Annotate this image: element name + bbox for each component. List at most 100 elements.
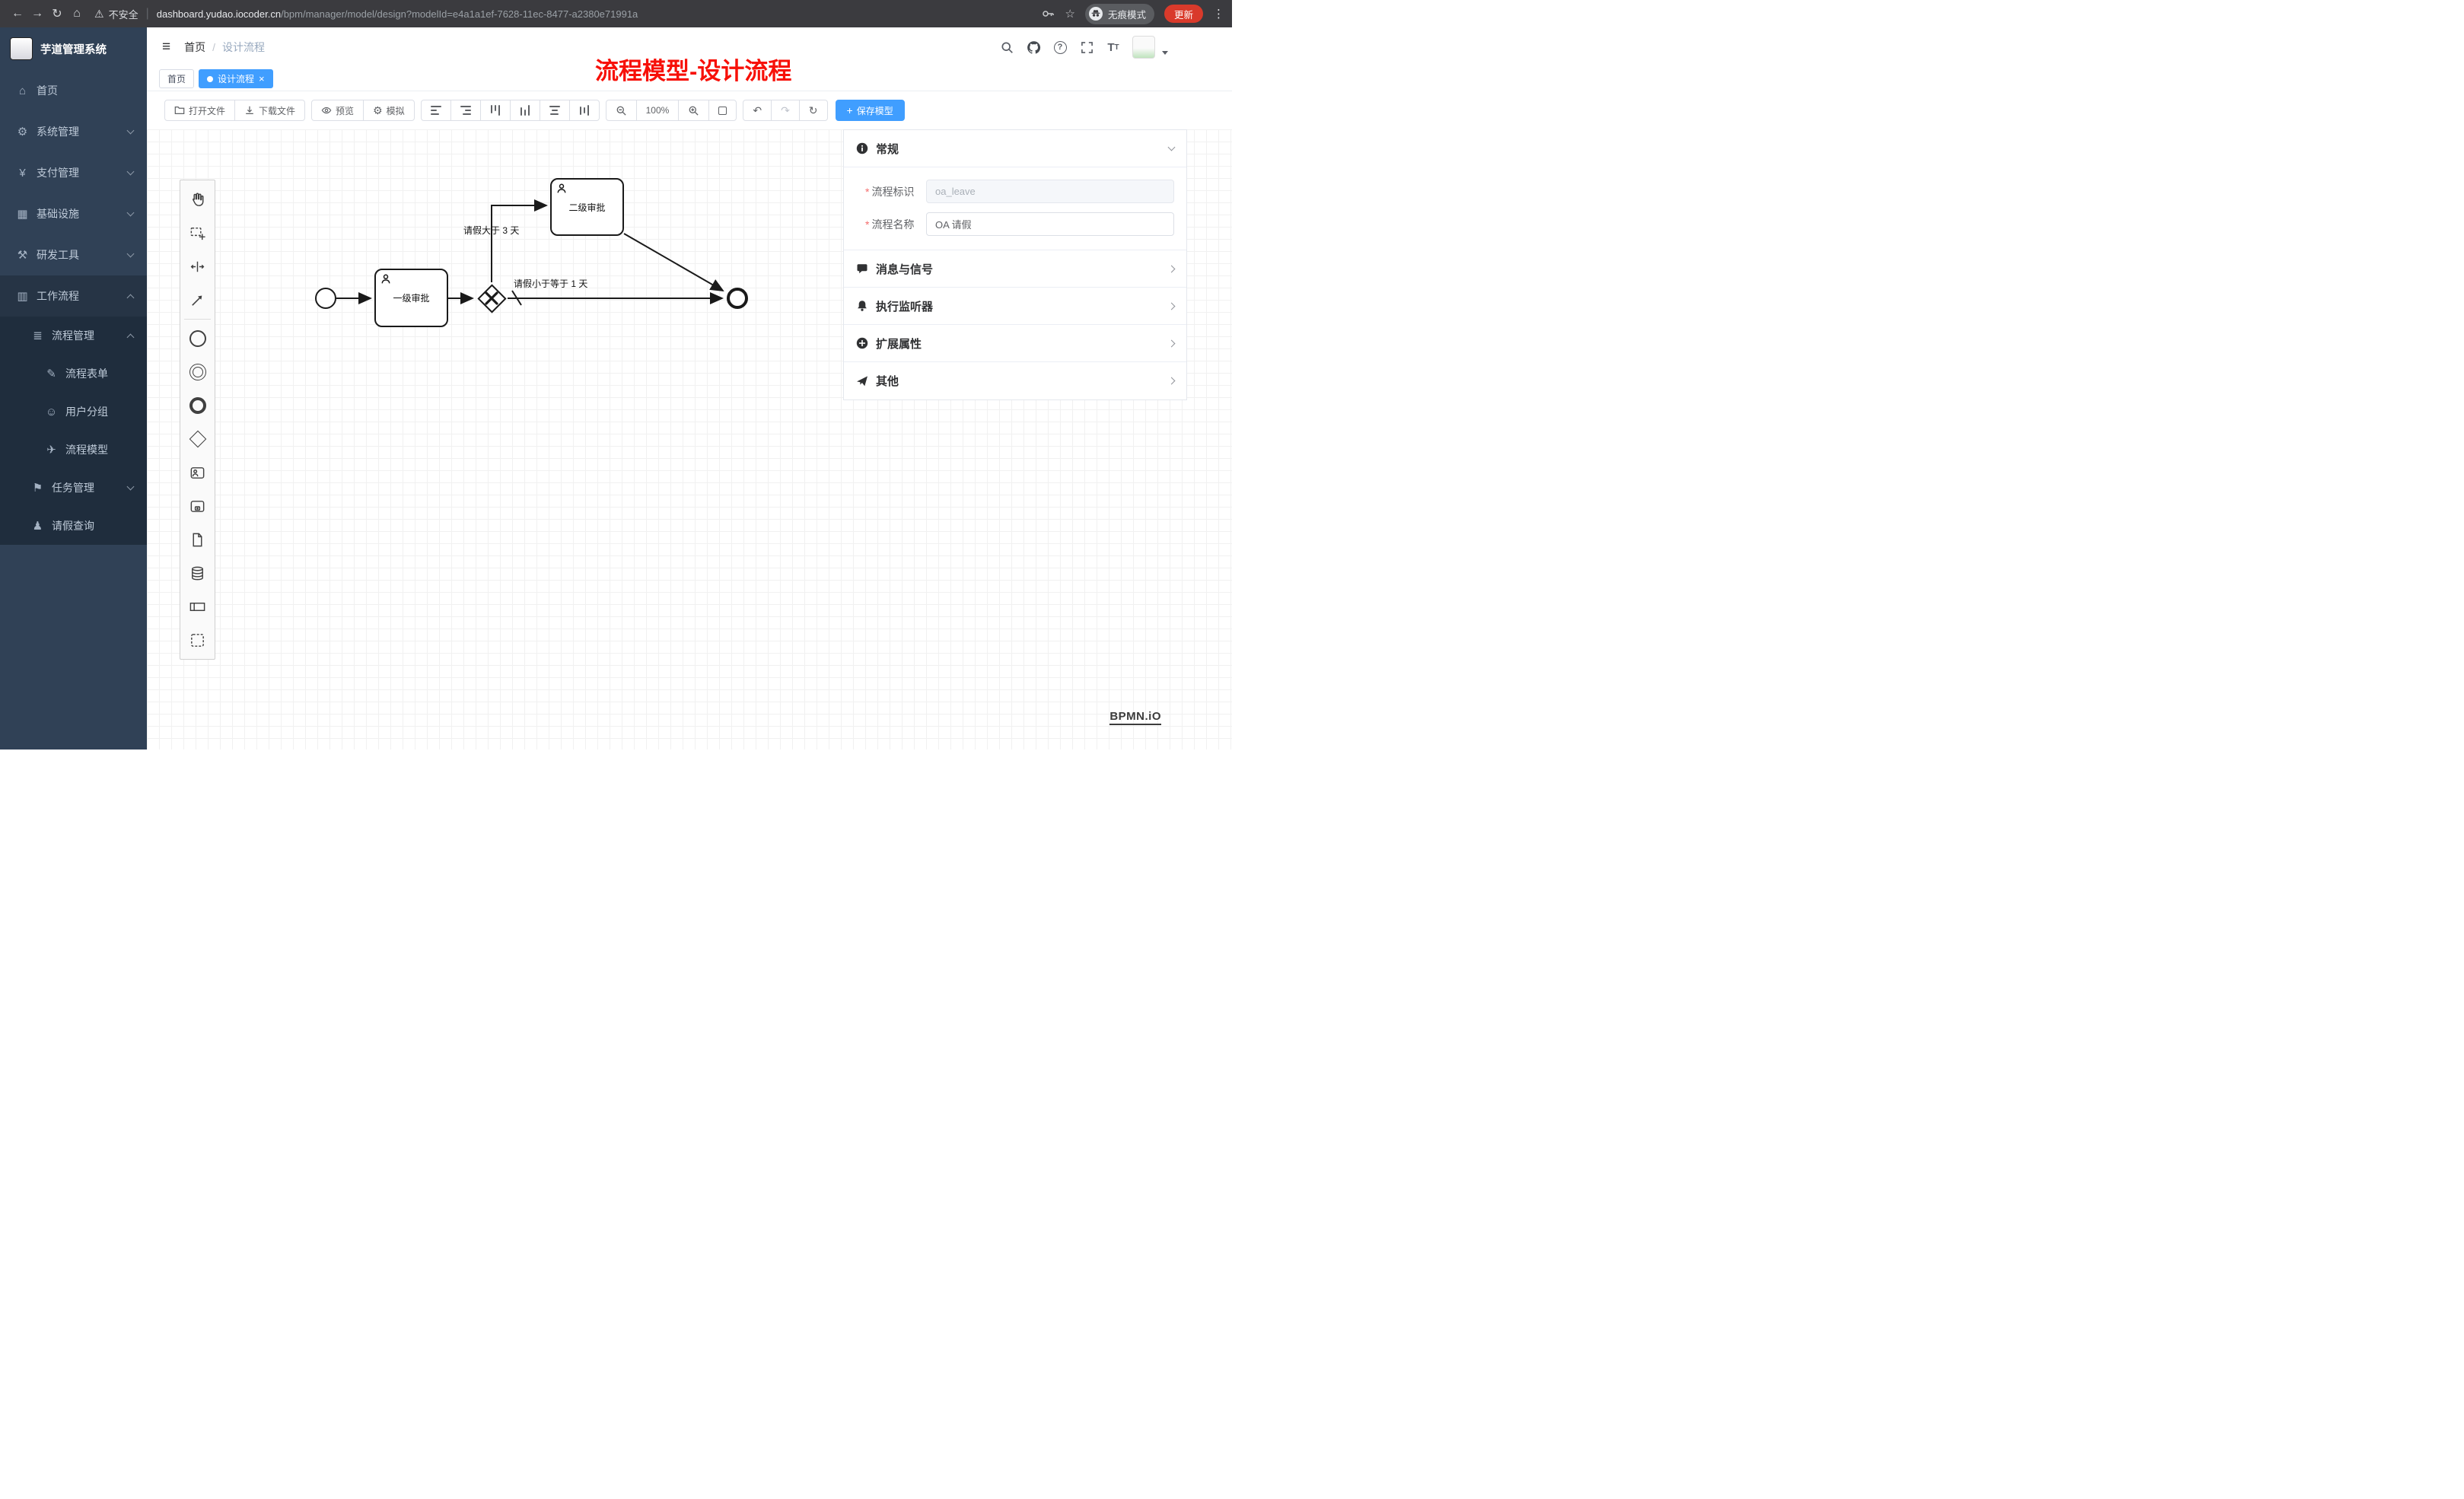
tab-design-process[interactable]: 设计流程 ×	[199, 69, 273, 88]
restart-button[interactable]: ↻	[798, 100, 828, 121]
task-first-approval[interactable]: 一级审批	[374, 269, 448, 327]
lasso-tool[interactable]	[180, 216, 215, 250]
create-user-task[interactable]	[180, 456, 215, 489]
space-tool[interactable]	[180, 250, 215, 283]
section-general[interactable]: 常规	[844, 130, 1186, 167]
breadcrumb-home[interactable]: 首页	[184, 41, 206, 53]
create-participant[interactable]	[180, 590, 215, 623]
sidebar-item-devtools[interactable]: ⚒ 研发工具	[0, 234, 147, 275]
key-icon[interactable]	[1040, 5, 1055, 22]
zoom-reset-button[interactable]	[708, 100, 737, 121]
sidebar-item-leave-query[interactable]: ♟ 请假查询	[0, 507, 147, 545]
simulate-button[interactable]: ⚙ 模拟	[363, 100, 415, 121]
start-event[interactable]	[315, 288, 336, 309]
site-security[interactable]: ⚠ 不安全	[94, 7, 138, 21]
align-top-button[interactable]	[479, 100, 511, 121]
create-group[interactable]	[180, 623, 215, 657]
app-title: 芋道管理系统	[40, 43, 107, 56]
redo-button[interactable]: ↷	[771, 100, 800, 121]
section-extended-attributes[interactable]: 扩展属性	[844, 325, 1186, 362]
sidebar-item-process-model[interactable]: ✈ 流程模型	[0, 431, 147, 469]
hand-tool[interactable]	[180, 183, 215, 216]
tab-home[interactable]: 首页	[159, 69, 195, 88]
zoom-in-button[interactable]	[678, 100, 710, 121]
sidebar-item-system[interactable]: ⚙ 系统管理	[0, 111, 147, 152]
users-icon: ☺	[45, 405, 58, 419]
sidebar-item-workflow[interactable]: ▥ 工作流程	[0, 275, 147, 317]
create-data-store[interactable]	[180, 556, 215, 590]
bpmn-io-watermark[interactable]: BPMN.iO	[1109, 710, 1161, 725]
designer-toolbar: 打开文件 下载文件 预览 ⚙ 模拟	[147, 91, 1232, 129]
browser-chrome: ← → ↻ ⌂ ⚠ 不安全 | dashboard.yudao.iocoder.…	[0, 0, 1232, 27]
avatar[interactable]	[1132, 36, 1155, 59]
help-icon[interactable]: ?	[1052, 39, 1068, 56]
home-icon[interactable]: ⌂	[73, 7, 81, 20]
close-icon[interactable]: ×	[259, 73, 265, 84]
grid-icon: ▦	[17, 208, 28, 221]
preview-button[interactable]: 预览	[311, 100, 365, 121]
info-icon	[856, 142, 868, 154]
fullscreen-icon[interactable]	[1079, 39, 1094, 56]
chevron-down-icon	[126, 167, 135, 176]
align-bottom-button[interactable]	[509, 100, 540, 121]
task-second-approval[interactable]: 二级审批	[550, 178, 624, 236]
flow-label-gt-3-days[interactable]: 请假大于 3 天	[463, 225, 520, 236]
forward-icon[interactable]: →	[31, 7, 43, 20]
open-file-button[interactable]: 打开文件	[164, 100, 236, 121]
exclusive-gateway[interactable]	[476, 283, 507, 313]
search-icon[interactable]	[999, 39, 1014, 56]
incognito-label: 无痕模式	[1107, 9, 1146, 21]
section-other[interactable]: 其他	[844, 362, 1186, 399]
avatar-caret-icon[interactable]	[1162, 51, 1168, 55]
tools-icon: ⚒	[17, 249, 28, 262]
align-right-button[interactable]	[450, 100, 481, 121]
align-center-vertical-button[interactable]	[568, 100, 600, 121]
bpmn-canvas[interactable]: 一级审批 二级审批 请假大于 3 天 请假小于等于 1 天	[147, 129, 1232, 750]
sidebar-item-payment[interactable]: ¥ 支付管理	[0, 152, 147, 193]
tab-bar: 首页 设计流程 ×	[147, 67, 1232, 91]
chevron-right-icon	[1167, 339, 1176, 347]
create-intermediate-event[interactable]	[180, 355, 215, 389]
general-form: *流程标识 *流程名称	[844, 167, 1186, 250]
create-end-event[interactable]	[180, 389, 215, 422]
sidebar-fold-icon[interactable]: ≡	[162, 39, 171, 55]
create-data-object[interactable]	[180, 523, 215, 556]
browser-menu-icon[interactable]: ⋮	[1213, 8, 1224, 21]
zoom-out-button[interactable]	[605, 100, 637, 121]
fit-viewport-icon	[718, 106, 727, 115]
sidebar-item-task-mgmt[interactable]: ⚑ 任务管理	[0, 469, 147, 507]
sidebar-item-user-group[interactable]: ☺ 用户分组	[45, 405, 108, 419]
sidebar-item-home[interactable]: ⌂ 首页	[0, 70, 147, 111]
align-center-horizontal-button[interactable]	[539, 100, 570, 121]
undo-button[interactable]: ↶	[743, 100, 772, 121]
back-icon[interactable]: ←	[11, 7, 24, 20]
save-model-button[interactable]: + 保存模型	[835, 100, 905, 121]
sidebar-item-process-mgmt[interactable]: ≣ 流程管理	[0, 317, 147, 355]
task-label: 二级审批	[568, 202, 606, 213]
update-button[interactable]: 更新	[1164, 5, 1203, 23]
process-name-input[interactable]	[926, 212, 1174, 236]
create-gateway[interactable]	[180, 422, 215, 456]
process-key-input[interactable]	[926, 180, 1174, 203]
section-messages-signals[interactable]: 消息与信号	[844, 250, 1186, 288]
section-execution-listeners[interactable]: 执行监听器	[844, 288, 1186, 325]
github-icon[interactable]	[1026, 39, 1041, 56]
flow-task2-to-end	[623, 233, 724, 291]
flow-label-lte-1-day[interactable]: 请假小于等于 1 天	[514, 278, 588, 289]
chevron-down-icon	[126, 208, 135, 217]
breadcrumb-separator: /	[212, 41, 215, 53]
address-bar[interactable]: dashboard.yudao.iocoder.cn/bpm/manager/m…	[157, 8, 1031, 20]
end-event[interactable]	[727, 288, 748, 309]
chevron-down-icon	[126, 482, 135, 491]
download-file-button[interactable]: 下载文件	[234, 100, 306, 121]
sidebar-item-infra[interactable]: ▦ 基础设施	[0, 193, 147, 234]
reload-icon[interactable]: ↻	[52, 8, 62, 21]
create-subprocess[interactable]	[180, 489, 215, 523]
bookmark-star-icon[interactable]: ☆	[1065, 8, 1075, 21]
create-start-event[interactable]	[180, 322, 215, 355]
global-connect-tool[interactable]	[180, 283, 215, 317]
user-task-icon	[557, 183, 566, 193]
sidebar-item-process-form[interactable]: ✎ 流程表单	[0, 355, 147, 393]
align-left-button[interactable]	[420, 100, 451, 121]
